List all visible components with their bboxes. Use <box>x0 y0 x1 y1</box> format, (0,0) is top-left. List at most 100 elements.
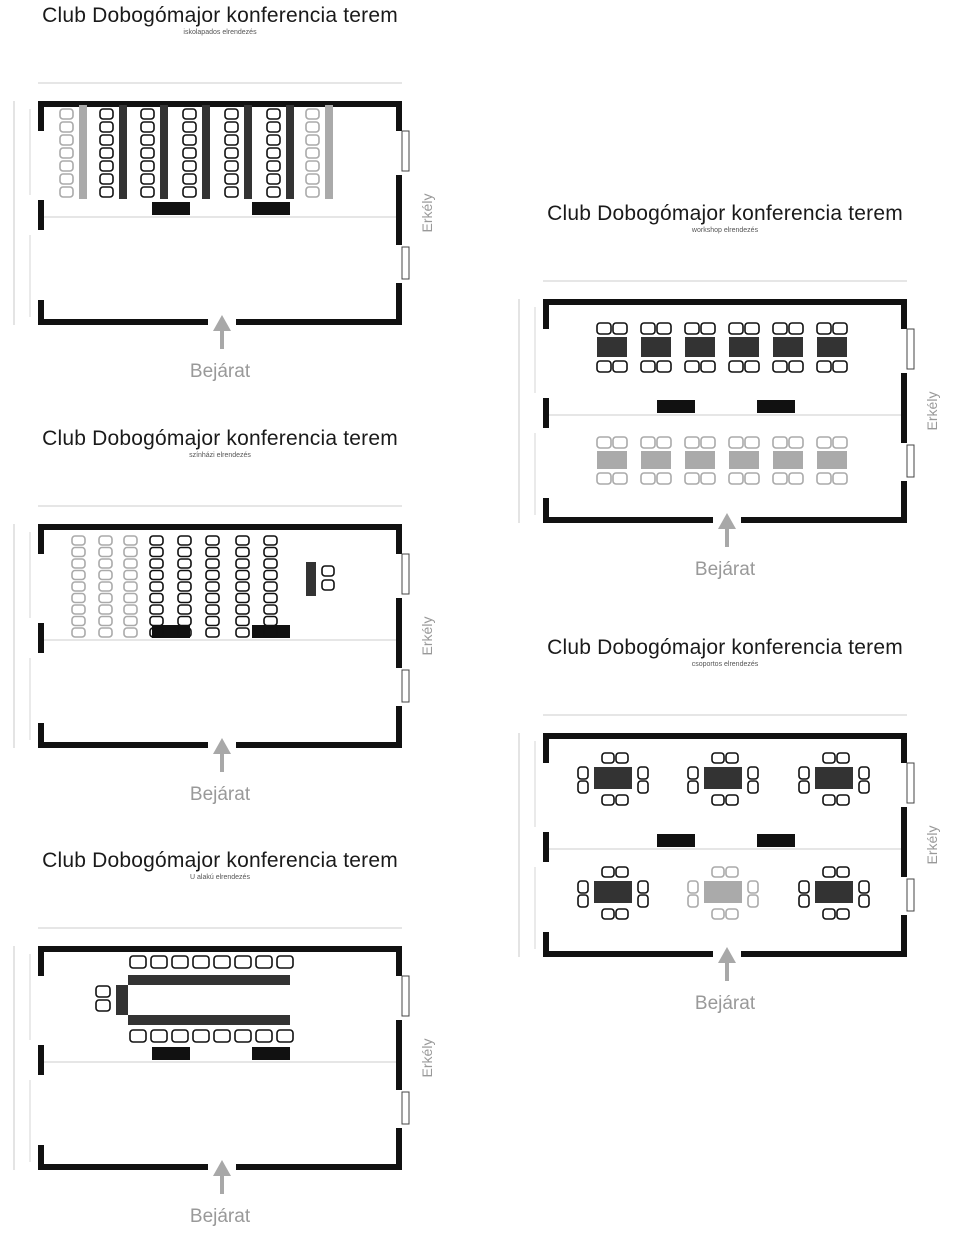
chair <box>255 1029 273 1043</box>
wall-left <box>38 1045 44 1075</box>
chair <box>816 472 832 485</box>
chair <box>177 592 192 604</box>
table <box>817 451 847 469</box>
chair <box>140 173 155 185</box>
balcony-label: Erkély <box>419 194 435 233</box>
wall-bottom <box>38 742 208 748</box>
chair <box>99 108 114 120</box>
chair <box>224 147 239 159</box>
table <box>244 105 252 199</box>
chair <box>140 186 155 198</box>
chair <box>266 134 281 146</box>
table <box>773 337 803 357</box>
chair <box>205 592 220 604</box>
chair <box>263 592 278 604</box>
table <box>119 105 127 199</box>
chair <box>744 472 760 485</box>
panel <box>252 1047 290 1060</box>
wall-top <box>543 733 907 739</box>
wall-left <box>38 524 44 554</box>
chair <box>305 173 320 185</box>
wall-left <box>543 299 549 329</box>
chair <box>266 108 281 120</box>
chair <box>798 780 810 794</box>
chair <box>711 794 725 806</box>
chair <box>276 1029 294 1043</box>
chair <box>140 134 155 146</box>
chair <box>615 752 629 764</box>
chair <box>235 604 250 615</box>
wall-top <box>38 946 402 952</box>
table <box>160 105 168 199</box>
chair <box>234 955 252 969</box>
wall-bottom <box>236 319 402 325</box>
chair <box>276 955 294 969</box>
chair <box>59 134 74 146</box>
table <box>79 105 87 199</box>
chair <box>601 908 615 920</box>
chair <box>224 121 239 133</box>
chair <box>235 569 250 581</box>
entrance-arrow <box>718 513 736 529</box>
plan-title: Club Dobogómajor konferencia terem <box>42 427 398 450</box>
chair <box>213 955 231 969</box>
chair <box>656 436 672 449</box>
chair <box>711 752 725 764</box>
chair <box>123 569 138 581</box>
chair <box>71 558 86 569</box>
chair <box>832 360 848 373</box>
chair <box>836 866 850 878</box>
chair <box>234 1029 252 1043</box>
chair <box>656 472 672 485</box>
panel <box>152 625 190 638</box>
chair <box>224 186 239 198</box>
floorplan-u-alaku: Club Dobogómajor konferencia terem U ala… <box>0 849 440 1239</box>
table <box>594 767 632 789</box>
chair <box>305 147 320 159</box>
balcony-label: Erkély <box>924 392 940 431</box>
chair <box>99 160 114 172</box>
chair <box>123 581 138 592</box>
balcony-label: Erkély <box>419 1039 435 1078</box>
wall-right <box>901 481 907 523</box>
chair <box>728 322 744 335</box>
panel <box>657 400 695 413</box>
chair <box>182 160 197 172</box>
chair <box>205 627 220 638</box>
chair <box>822 908 836 920</box>
chair <box>836 908 850 920</box>
table <box>815 767 853 789</box>
chair <box>744 436 760 449</box>
chair <box>205 604 220 615</box>
chair <box>725 752 739 764</box>
chair <box>177 581 192 592</box>
chair <box>224 134 239 146</box>
chair <box>744 322 760 335</box>
chair <box>182 173 197 185</box>
wall-left <box>543 498 549 523</box>
plan-title: Club Dobogómajor konferencia terem <box>42 4 398 27</box>
table <box>685 337 715 357</box>
chair <box>577 766 589 780</box>
balcony-door <box>401 130 410 172</box>
chair <box>59 160 74 172</box>
wall-left <box>543 398 549 428</box>
chair <box>747 880 759 894</box>
chair <box>612 360 628 373</box>
floorplan-workshop: Club Dobogómajor konferencia terem works… <box>505 202 945 602</box>
wall-left <box>38 300 44 325</box>
floorplan-szinhazi: Club Dobogómajor konferencia terem szính… <box>0 427 440 827</box>
chair <box>59 173 74 185</box>
chair <box>612 322 628 335</box>
chair <box>235 535 250 546</box>
chair <box>822 752 836 764</box>
chair <box>182 134 197 146</box>
wall-right <box>901 733 907 763</box>
chair <box>140 160 155 172</box>
chair <box>788 360 804 373</box>
wall-left <box>38 946 44 976</box>
balcony-door <box>401 975 410 1017</box>
chair <box>224 108 239 120</box>
chair <box>98 581 113 592</box>
